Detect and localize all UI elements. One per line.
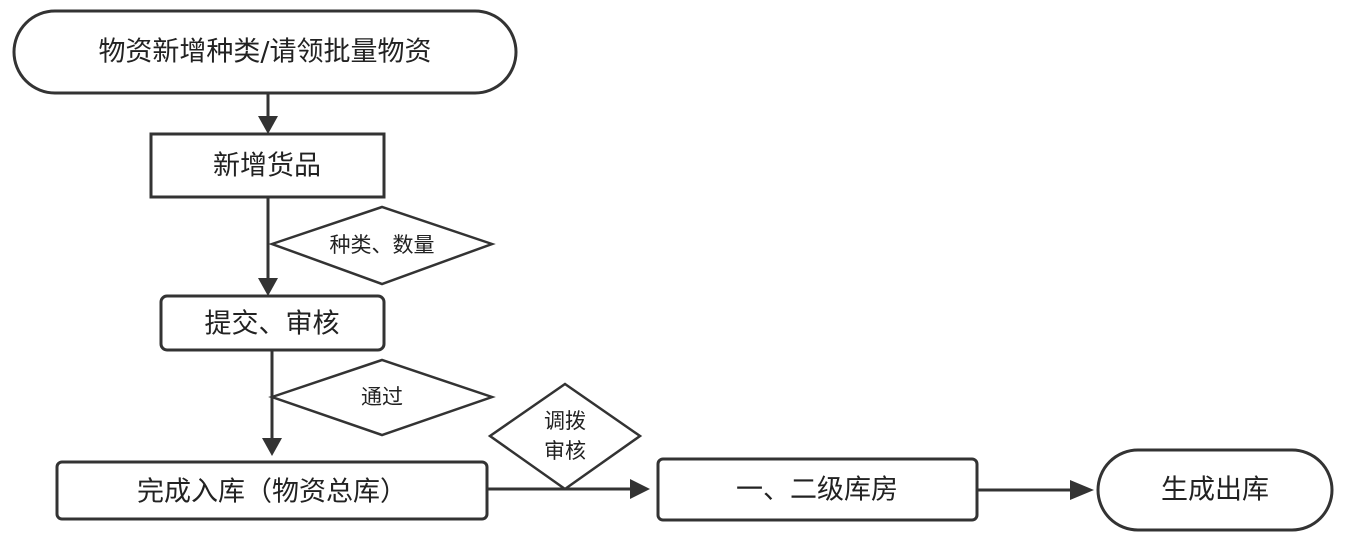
secondary-warehouse-node: 一、二级库房 bbox=[656, 457, 979, 522]
type-quantity-condition: 种类、数量 bbox=[268, 205, 496, 286]
arrowhead-outbound bbox=[1070, 480, 1094, 500]
complete-inbound-node-shape bbox=[55, 460, 489, 521]
generate-outbound-node: 生成出库 bbox=[1096, 448, 1334, 532]
pass-condition: 通过 bbox=[268, 358, 496, 437]
submit-review-node-shape bbox=[159, 294, 386, 352]
complete-inbound-node: 完成入库（物资总库） bbox=[55, 460, 489, 521]
pass-diamond bbox=[268, 358, 496, 437]
transfer-review-label-line1: 调拨 bbox=[544, 409, 586, 433]
transfer-review-diamond bbox=[487, 382, 643, 491]
arrowhead-add-goods bbox=[258, 116, 278, 134]
add-goods-node: 新增货品 bbox=[149, 132, 386, 199]
pass-label: 通过 bbox=[361, 385, 403, 409]
start-node: 物资新增种类/请领批量物资 bbox=[12, 9, 518, 95]
add-goods-node-label: 新增货品 bbox=[213, 151, 321, 182]
generate-outbound-node-label: 生成出库 bbox=[1161, 475, 1269, 506]
complete-inbound-node-label: 完成入库（物资总库） bbox=[137, 477, 407, 508]
arrowhead-warehouse bbox=[630, 479, 650, 499]
arrowhead-inbound bbox=[262, 438, 282, 456]
start-node-shape bbox=[12, 9, 518, 95]
type-quantity-label: 种类、数量 bbox=[330, 233, 435, 257]
arrowhead-submit bbox=[258, 278, 278, 296]
submit-review-node: 提交、审核 bbox=[159, 294, 386, 352]
start-node-label: 物资新增种类/请领批量物资 bbox=[98, 37, 431, 68]
secondary-warehouse-node-label: 一、二级库房 bbox=[736, 475, 898, 506]
secondary-warehouse-node-shape bbox=[656, 457, 979, 522]
add-goods-node-shape bbox=[149, 132, 386, 199]
transfer-review-condition: 调拨 审核 bbox=[487, 382, 643, 491]
generate-outbound-node-shape bbox=[1096, 448, 1334, 532]
submit-review-node-label: 提交、审核 bbox=[205, 309, 340, 340]
transfer-review-label-line2: 审核 bbox=[544, 439, 586, 463]
type-quantity-diamond bbox=[268, 205, 496, 286]
